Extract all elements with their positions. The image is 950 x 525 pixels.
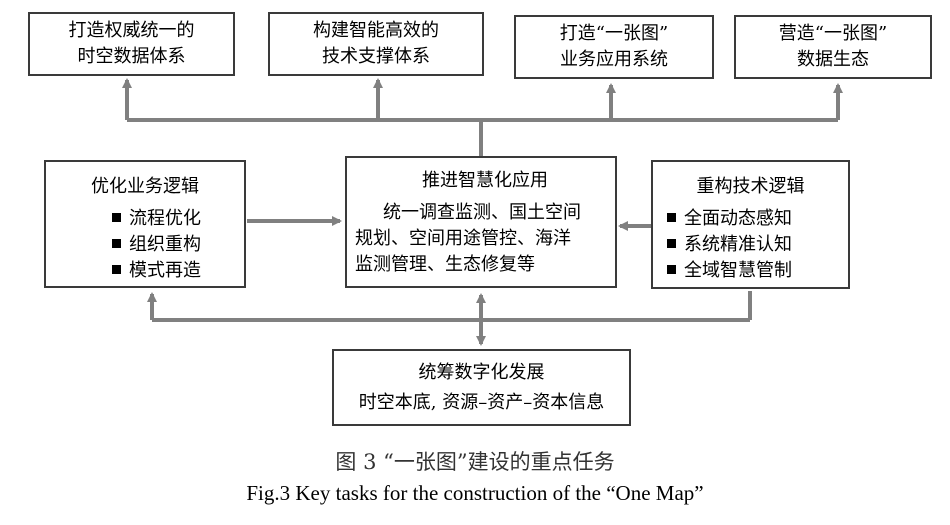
right-item-3: 全域智慧管制 — [684, 260, 792, 281]
center-box-line-3: 监测管理、生态修复等 — [355, 254, 535, 275]
left-item-3: 模式再造 — [129, 260, 201, 281]
list-item: 全面动态感知 — [667, 206, 848, 232]
list-item: 全域智慧管制 — [667, 258, 848, 284]
right-item-2: 系统精准认知 — [684, 234, 792, 255]
top-box-4-line-2: 数据生态 — [797, 49, 869, 70]
top-box-app-system: 打造“一张图” 业务应用系统 — [514, 15, 714, 79]
right-item-1: 全面动态感知 — [684, 208, 792, 229]
list-item: 流程优化 — [112, 206, 244, 232]
center-box-title: 推进智慧化应用 — [422, 170, 548, 191]
figure-caption-zh: 图 3 “一张图”建设的重点任务 — [335, 450, 615, 474]
top-box-1-line-2: 时空数据体系 — [77, 46, 186, 67]
top-box-data-ecology: 营造“一张图” 数据生态 — [734, 15, 932, 79]
square-bullet-icon — [667, 238, 676, 248]
left-box-title: 优化业务逻辑 — [91, 176, 199, 197]
top-box-tech-support: 构建智能高效的 技术支撑体系 — [268, 12, 484, 76]
right-box-tech-logic: 重构技术逻辑 全面动态感知 系统精准认知 全域智慧管制 — [651, 160, 850, 289]
square-bullet-icon — [667, 212, 676, 222]
list-item: 系统精准认知 — [667, 232, 848, 258]
center-box-line-1: 统一调查监测、国土空间 — [383, 202, 581, 223]
square-bullet-icon — [112, 264, 121, 274]
square-bullet-icon — [667, 264, 676, 274]
top-box-1-line-1: 打造权威统一的 — [68, 20, 195, 41]
top-box-3-line-1: 打造“一张图” — [559, 23, 669, 44]
top-box-2-line-2: 技术支撑体系 — [322, 46, 430, 67]
list-item: 组织重构 — [112, 232, 244, 258]
square-bullet-icon — [112, 238, 121, 248]
square-bullet-icon — [112, 212, 121, 222]
bottom-box-line-1: 统筹数字化发展 — [418, 361, 545, 383]
bottom-box-digital-development: 统筹数字化发展 时空本底, 资源–资产–资本信息 — [332, 349, 631, 426]
top-box-2-line-1: 构建智能高效的 — [313, 20, 439, 41]
right-box-title: 重构技术逻辑 — [696, 176, 805, 197]
top-box-4-line-1: 营造“一张图” — [778, 23, 888, 44]
left-box-list: 流程优化 组织重构 模式再造 — [46, 206, 244, 284]
right-box-list: 全面动态感知 系统精准认知 全域智慧管制 — [653, 206, 848, 284]
center-box-smart-application: 推进智慧化应用 统一调查监测、国土空间 规划、空间用途管控、海洋 监测管理、生态… — [345, 156, 617, 288]
left-box-business-logic: 优化业务逻辑 流程优化 组织重构 模式再造 — [44, 160, 246, 288]
top-box-data-system: 打造权威统一的 时空数据体系 — [28, 12, 235, 76]
left-item-2: 组织重构 — [129, 234, 201, 255]
top-box-3-line-2: 业务应用系统 — [560, 49, 668, 70]
figure-caption-en: Fig.3 Key tasks for the construction of … — [246, 481, 704, 505]
center-box-line-2: 规划、空间用途管控、海洋 — [355, 228, 571, 249]
list-item: 模式再造 — [112, 258, 244, 284]
left-item-1: 流程优化 — [129, 208, 201, 229]
bottom-box-line-2: 时空本底, 资源–资产–资本信息 — [358, 391, 605, 413]
